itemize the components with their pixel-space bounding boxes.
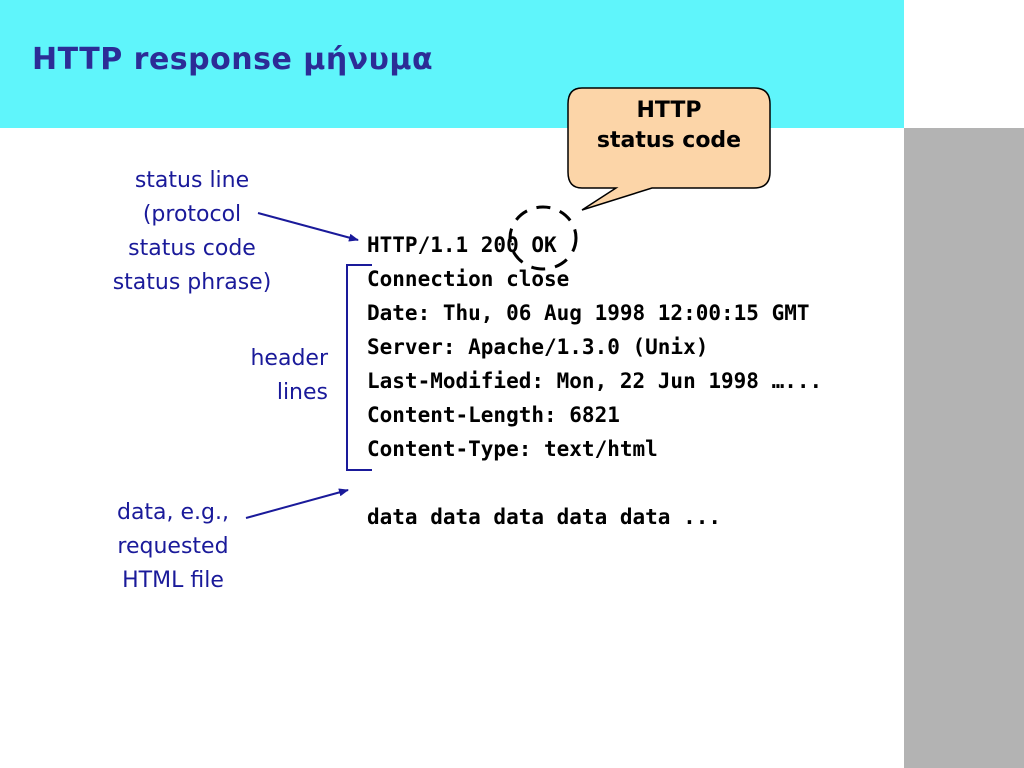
status-line: HTTP/1.1 200 OK bbox=[367, 233, 557, 257]
status-line-label-line: status code bbox=[128, 236, 256, 261]
data-label-line: data, e.g., bbox=[116, 500, 230, 525]
header-line: Server: Apache/1.3.0 (Unix) bbox=[367, 335, 709, 359]
status-line-label-line: status line bbox=[134, 168, 250, 193]
callout-label: HTTP status code bbox=[570, 96, 768, 156]
data-label: data, e.g., requested HTML file bbox=[88, 496, 258, 598]
callout-line-1: HTTP bbox=[636, 98, 702, 123]
data-arrow bbox=[245, 488, 349, 519]
header-lines-label: header lines bbox=[216, 342, 328, 410]
status-line-label-line: (protocol bbox=[142, 202, 242, 227]
body-line: data data data data data ... bbox=[367, 505, 722, 529]
status-code-callout bbox=[567, 87, 771, 211]
header-line: Last-Modified: Mon, 22 Jun 1998 …... bbox=[367, 369, 823, 393]
header-line: Connection close bbox=[367, 267, 570, 291]
data-label-line: HTML file bbox=[122, 568, 224, 593]
http-response-message: HTTP/1.1 200 OK Connection close Date: T… bbox=[367, 228, 822, 534]
slide-title: HTTP response μήνυμα bbox=[32, 42, 434, 77]
header-lines-label-line: header bbox=[250, 346, 328, 371]
header-line: Date: Thu, 06 Aug 1998 12:00:15 GMT bbox=[367, 301, 810, 325]
header-lines-label-line: lines bbox=[276, 380, 328, 405]
header-line: Content-Type: text/html bbox=[367, 437, 658, 461]
corner-panel bbox=[904, 0, 1024, 128]
data-label-line: requested bbox=[117, 534, 229, 559]
status-line-label-line: status phrase) bbox=[112, 270, 272, 295]
header-line: Content-Length: 6821 bbox=[367, 403, 620, 427]
callout-line-2: status code bbox=[596, 128, 742, 153]
status-line-label: status line (protocol status code status… bbox=[82, 164, 302, 300]
blank-line bbox=[367, 466, 822, 500]
side-bar bbox=[904, 128, 1024, 768]
